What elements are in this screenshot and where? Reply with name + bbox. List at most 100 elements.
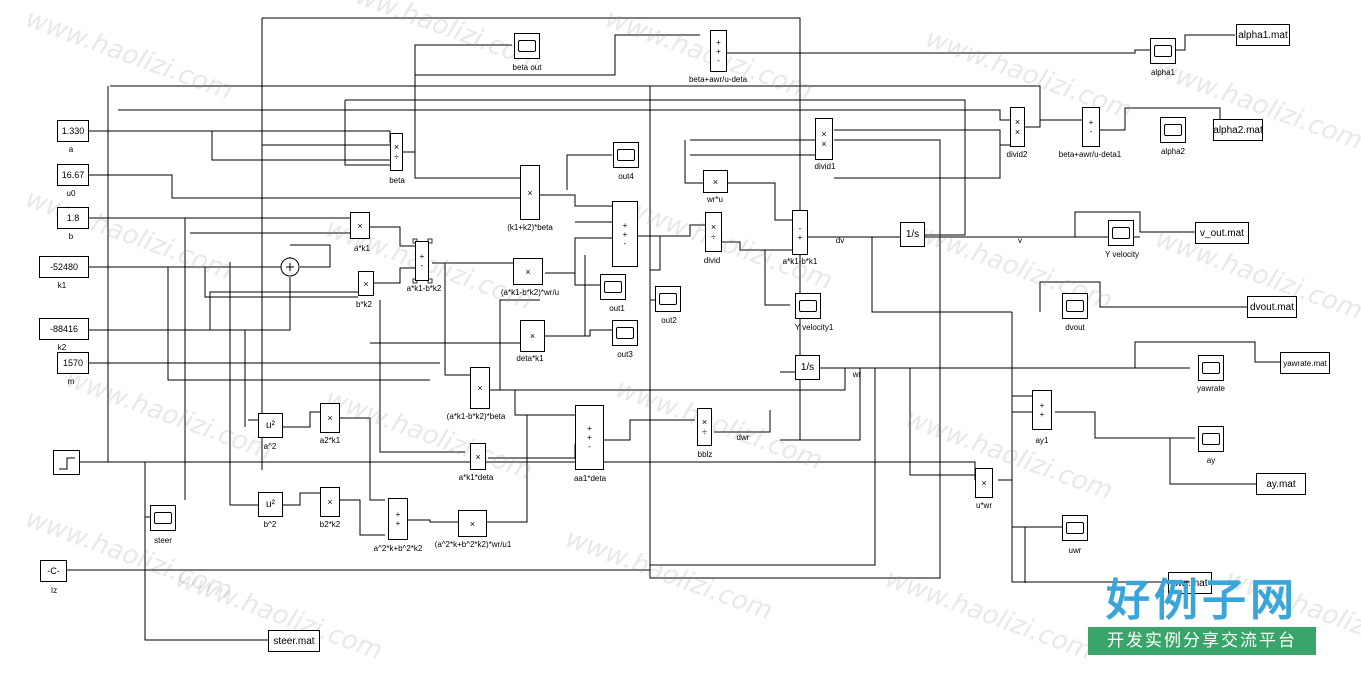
scope-uwr-label: uwr	[1068, 546, 1082, 555]
scope-out3-label: out3	[617, 350, 633, 359]
product-a-k1[interactable]: ×	[350, 212, 370, 239]
sum-beta-awr1[interactable]: +-	[1082, 107, 1100, 147]
sum-ak1-bk1[interactable]: -+	[792, 210, 808, 255]
tofile-alpha1[interactable]: alpha1.mat	[1236, 24, 1290, 46]
signal-wr-label: wr	[852, 370, 862, 379]
constant-a-label: a	[68, 145, 74, 154]
sum-a2k-b2k2[interactable]: ++	[388, 498, 408, 540]
scope-dvout[interactable]	[1062, 293, 1088, 319]
product-beta[interactable]: ×÷	[390, 133, 403, 171]
scope-icon	[1112, 227, 1130, 239]
scope-y-velocity1[interactable]	[795, 293, 821, 319]
product-a-k1-deta[interactable]: ×	[470, 443, 486, 470]
scope-out4[interactable]	[613, 142, 639, 168]
scope-dvout-label: dvout	[1065, 323, 1085, 332]
scope-icon	[154, 512, 172, 524]
sum-4-input[interactable]: ++-	[612, 201, 638, 267]
product-b2-k2[interactable]: ×	[320, 487, 340, 517]
scope-out4-label: out4	[618, 172, 634, 181]
scope-out2[interactable]	[655, 286, 681, 312]
product-wr-u[interactable]: ×	[703, 170, 728, 193]
sum-aa1-deta[interactable]: ++-	[575, 405, 604, 470]
signal-v-label: v	[1018, 236, 1022, 245]
mult-symbol: ×	[475, 451, 481, 462]
product-ak1bk2-wru-label: (a*k1-b*k2)*wr/u	[500, 288, 560, 297]
minus-symbol: -	[588, 442, 591, 451]
product-divid1-label: divid1	[814, 162, 836, 171]
logo-title: 好例子网	[1106, 575, 1298, 626]
sum-ak1-bk2[interactable]: +-	[415, 241, 429, 281]
constant-m-label: m	[67, 377, 75, 386]
product-divid2-label: divid2	[1006, 150, 1028, 159]
minus-symbol: -	[420, 261, 424, 270]
scope-out1[interactable]	[600, 274, 626, 300]
tofile-alpha2[interactable]: alpha2.mat	[1213, 119, 1263, 141]
constant-u0-label: u0	[66, 189, 76, 198]
scope-icon	[1154, 45, 1172, 57]
integrator-wr[interactable]: 1/s	[795, 355, 820, 380]
product-beta-label: beta	[389, 176, 405, 185]
scope-icon	[1202, 362, 1220, 374]
product-k1k2-beta-label: (k1+k2)*beta	[507, 223, 553, 232]
scope-yawrate[interactable]	[1198, 355, 1224, 381]
scope-y-velocity-label: Y velocity	[1104, 250, 1140, 259]
product-divid1[interactable]: ××	[815, 118, 833, 160]
tofile-v-out[interactable]: v_out.mat	[1195, 222, 1249, 244]
constant-a[interactable]: 1.330	[57, 120, 89, 142]
product-deta-k1[interactable]: ×	[520, 320, 545, 352]
scope-alpha2-label: alpha2	[1160, 147, 1186, 156]
product-u-wr-label: u*wr	[975, 501, 993, 510]
product-divid[interactable]: ×÷	[705, 212, 722, 252]
tofile-yawrate[interactable]: yawrate.mat	[1280, 352, 1330, 374]
scope-y-velocity[interactable]	[1108, 220, 1134, 246]
product-b-k2[interactable]: ×	[358, 271, 374, 296]
constant-k1[interactable]: -52480	[39, 256, 89, 278]
scope-beta-out[interactable]	[514, 33, 540, 59]
tofile-uwr[interactable]: uwr.mat	[1168, 572, 1212, 594]
product-ak1bk2-wru[interactable]: ×	[513, 258, 543, 285]
constant-k2[interactable]: -88416	[39, 318, 89, 340]
mult-symbol: ×	[393, 142, 400, 152]
scope-uwr[interactable]	[1062, 515, 1088, 541]
scope-icon	[1066, 522, 1084, 534]
scope-ay[interactable]	[1198, 426, 1224, 452]
constant-b[interactable]: 1.8	[57, 207, 89, 229]
scope-steer[interactable]	[150, 505, 176, 531]
product-ak1bk2-beta[interactable]: ×	[470, 367, 490, 409]
sum-beta-awr[interactable]: ++-	[710, 30, 727, 72]
minus-symbol: -	[623, 238, 627, 248]
plus-symbol: +	[395, 510, 401, 519]
scope-out2-label: out2	[661, 316, 677, 325]
product-k1k2-beta[interactable]: ×	[520, 165, 540, 220]
tofile-ay[interactable]: ay.mat	[1256, 473, 1306, 495]
product-a2k-b2k2-wru1[interactable]: ×	[458, 510, 487, 537]
scope-out1-label: out1	[609, 304, 625, 313]
step-source[interactable]	[53, 450, 80, 475]
constant-iz[interactable]: -C-	[40, 560, 67, 582]
scope-alpha2[interactable]	[1160, 117, 1186, 143]
product-a2-k1[interactable]: ×	[320, 403, 340, 433]
scope-icon	[616, 327, 634, 339]
product-wr-u-label: wr*u	[706, 195, 724, 204]
math-a-square[interactable]: u²	[258, 413, 283, 438]
constant-m[interactable]: 1570	[57, 352, 89, 374]
product-bblz[interactable]: ×÷	[697, 408, 712, 446]
mult-symbol: ×	[469, 518, 476, 529]
scope-icon	[1066, 300, 1084, 312]
integrator-v[interactable]: 1/s	[900, 222, 925, 247]
product-u-wr[interactable]: ×	[975, 468, 993, 498]
product-ak1bk2-beta-label: (a*k1-b*k2)*beta	[446, 412, 506, 421]
logo-subtitle: 开发实例分享交流平台	[1088, 627, 1316, 655]
product-a2-k1-label: a2*k1	[319, 436, 341, 445]
scope-alpha1[interactable]	[1150, 38, 1176, 64]
product-divid2[interactable]: ××	[1010, 107, 1025, 147]
sum-ay1[interactable]: ++	[1032, 390, 1052, 430]
math-a-square-label: a^2	[263, 442, 277, 451]
plus-symbol: +	[395, 519, 401, 528]
constant-u0[interactable]: 16.67	[57, 164, 89, 186]
scope-out3[interactable]	[612, 320, 638, 346]
tofile-steer[interactable]: steer.mat	[268, 630, 320, 652]
math-b-square[interactable]: u²	[258, 492, 283, 517]
scope-icon	[617, 149, 635, 161]
tofile-dvout[interactable]: dvout.mat	[1247, 296, 1297, 318]
